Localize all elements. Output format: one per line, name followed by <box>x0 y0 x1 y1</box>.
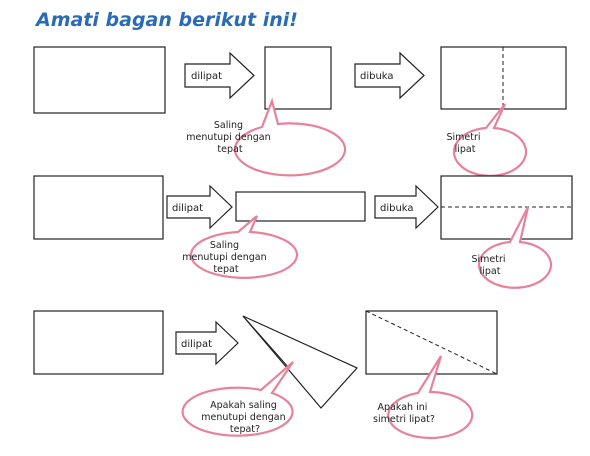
svg-text:Saling menutupi dengan: Saling menutupi dengan tepat <box>186 120 273 155</box>
row-2: dilipat dibuka Saling menutupi dengan te… <box>33 175 573 289</box>
svg-text:dilipat: dilipat <box>172 203 203 214</box>
speech-bubble-3b: Apakah ini simetri lipat? <box>373 355 474 440</box>
row-1: dilipat dibuka Saling menutupi dengan te… <box>33 46 567 177</box>
svg-text:dibuka: dibuka <box>380 203 414 214</box>
page-title: Amati bagan berikut ini! <box>34 9 298 31</box>
svg-text:Saling menutupi dengan: Saling menutupi dengan tepat <box>182 240 269 275</box>
paper-original-2 <box>33 175 164 240</box>
svg-text:dilipat: dilipat <box>181 339 212 350</box>
svg-text:Apakah ini simetri lip: Apakah ini simetri lipat? <box>373 402 435 425</box>
svg-text:dibuka: dibuka <box>360 71 394 82</box>
paper-original-3 <box>33 310 164 375</box>
fold-line-3 <box>365 310 498 375</box>
svg-text:dilipat: dilipat <box>191 71 222 82</box>
row-3: dilipat Apakah saling menutupi dengan te… <box>33 310 498 440</box>
arrow-dilipat-2: dilipat <box>166 184 233 230</box>
speech-bubble-1b: Simetri lipat <box>446 103 528 177</box>
svg-text:Simetri lipat: Simetri lipat <box>471 254 508 277</box>
arrow-dilipat-1: dilipat <box>184 51 255 100</box>
speech-bubble-1a: Saling menutupi dengan tepat <box>186 97 347 177</box>
speech-bubble-3a: Apakah saling menutupi dengan tepat? <box>181 361 294 437</box>
paper-folded-1 <box>264 46 332 110</box>
arrow-dibuka-2: dibuka <box>374 184 439 230</box>
paper-folded-3 <box>242 315 358 409</box>
speech-bubble-2b: Simetri lipat <box>471 206 553 289</box>
paper-original-1 <box>33 46 166 114</box>
svg-text:Apakah saling menutupi: Apakah saling menutupi dengan tepat? <box>201 400 288 435</box>
speech-bubble-2a: Saling menutupi dengan tepat <box>182 215 299 279</box>
arrow-dilipat-3: dilipat <box>175 320 239 366</box>
svg-text:Simetri lipat: Simetri lipat <box>446 132 483 155</box>
arrow-dibuka-1: dibuka <box>354 51 425 100</box>
